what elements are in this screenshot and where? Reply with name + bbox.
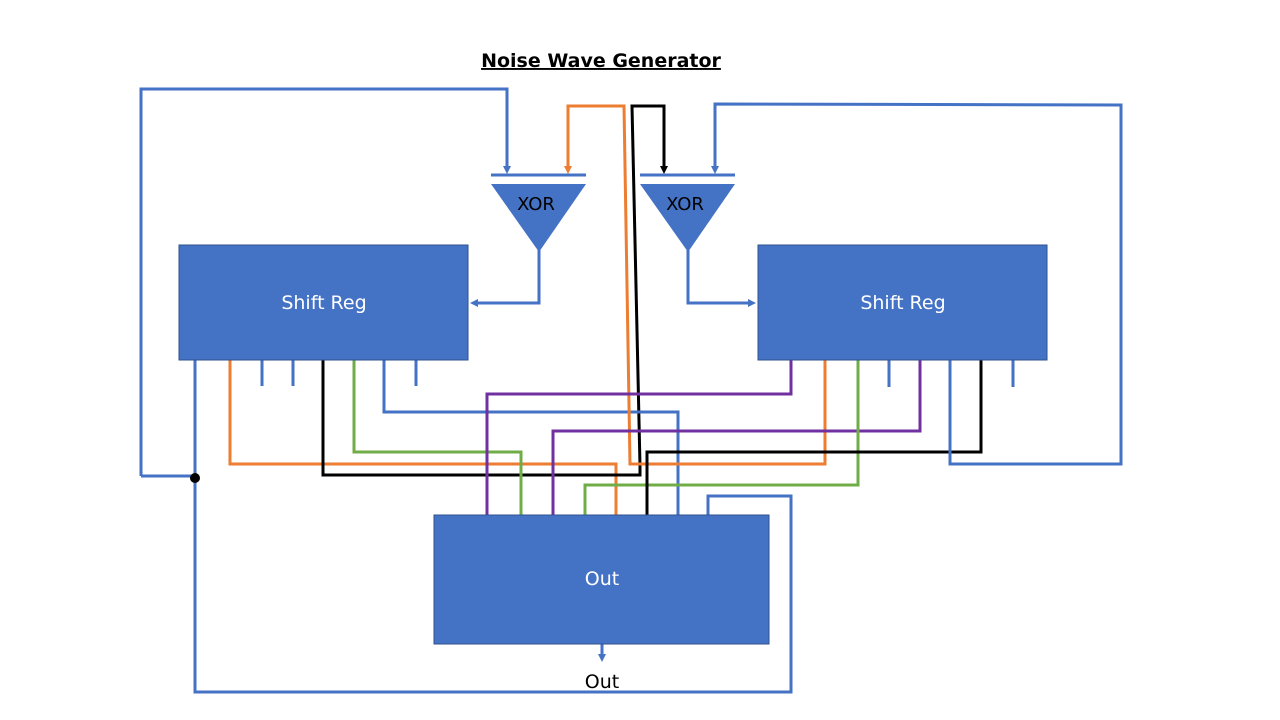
wire-purple-right-to-out-b [551,360,922,515]
xor-triangle [491,184,586,252]
right-xor-gate: XOR [640,173,735,252]
block-rect [757,244,1048,361]
output-label: Out [585,671,619,693]
junction-dot [190,473,200,483]
output-block: Out [433,514,770,645]
xor-label: XOR [517,194,555,215]
wire-feedback-left-to-xor [139,87,511,476]
wire-green-left-to-out [352,360,523,515]
block-rect [433,514,770,645]
block-rect [178,244,469,361]
right-shift-register: Shift Reg [757,244,1048,361]
wire-bottom-loop [193,360,793,694]
wire-left-xor-to-shift-reg [470,250,541,307]
wire-black-left-to-right-xor [321,104,668,477]
wire-feedback-right-to-xor [711,102,1123,466]
wire-green-right-to-out [583,360,860,515]
wire-black-right-to-out [645,360,983,515]
xor-triangle [640,184,735,252]
wire-blue-left-to-out [382,360,680,515]
wire-orange-left-to-out [228,360,618,515]
left-xor-gate: XOR [491,173,586,252]
block-label: Out [585,568,619,590]
wire-purple-right-to-out-a [485,360,793,515]
block-label: Shift Reg [860,292,945,314]
wire-orange-right-to-left-xor [564,104,827,466]
left-shift-register: Shift Reg [178,244,469,361]
xor-label: XOR [666,194,704,215]
diagram-title: Noise Wave Generator [481,50,721,72]
block-label: Shift Reg [281,292,366,314]
wire-right-xor-to-shift-reg [686,250,756,307]
